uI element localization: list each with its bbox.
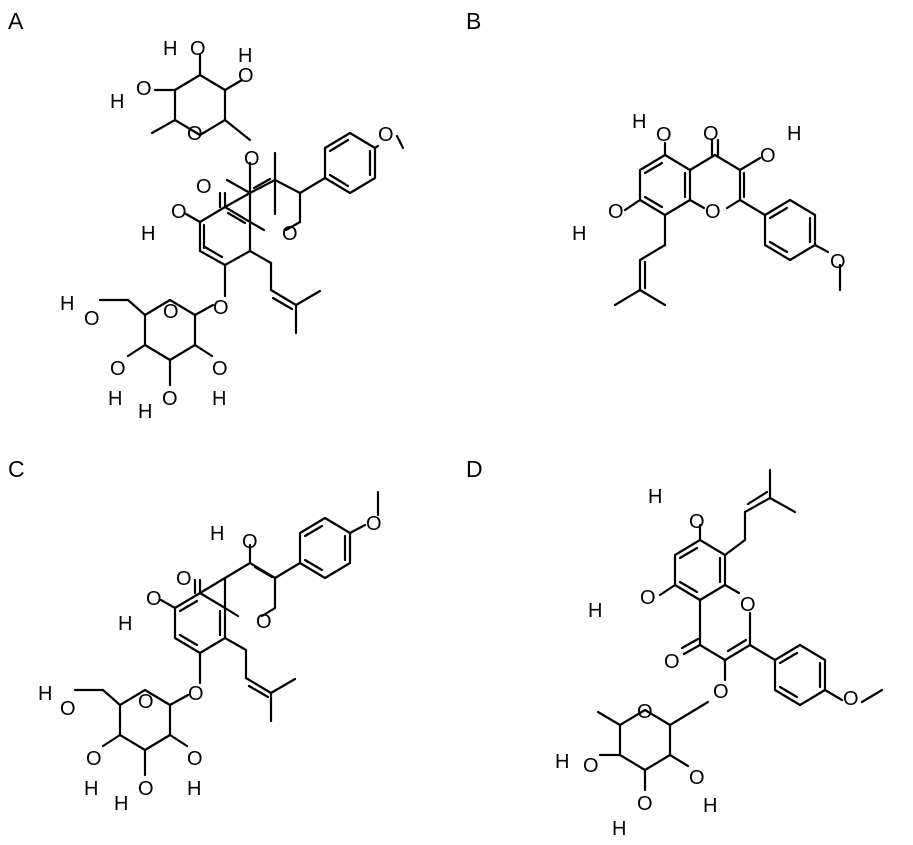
atom-h-rha-left-d: H bbox=[555, 751, 569, 773]
atom-h-3oh-b: H bbox=[787, 123, 801, 145]
structure-d: O H O H O O O O O O H O H O H bbox=[555, 468, 884, 840]
atom-o-methoxy-d: O bbox=[843, 688, 859, 710]
atom-o-carbonyl-d: O bbox=[664, 651, 680, 673]
panel-label-d: D bbox=[466, 456, 483, 482]
atom-o-7oh-b: O bbox=[608, 201, 624, 223]
atom-o-glc-ch2oh-c: O bbox=[60, 698, 76, 720]
atom-o-ring-b: O bbox=[705, 201, 721, 223]
atom-h-7oh-b: H bbox=[572, 223, 586, 245]
atom-o-5oh-d: O bbox=[640, 587, 656, 609]
atom-o-rha-right-d: O bbox=[689, 767, 705, 789]
atom-o-rha-left-a: O bbox=[136, 78, 152, 100]
atom-o-7-c: O bbox=[188, 683, 204, 705]
atom-o-3oh-c: O bbox=[242, 531, 258, 553]
atom-o-carbonyl-a: O bbox=[196, 176, 212, 198]
atom-o-7oh-d: O bbox=[689, 511, 705, 533]
atom-o-glc-bottom-c: O bbox=[138, 778, 154, 800]
atom-o-methoxy-a: O bbox=[378, 124, 394, 146]
atom-h-5oh-a: H bbox=[141, 223, 155, 245]
atom-o-glc-ring-c: O bbox=[138, 691, 154, 713]
atom-o-rha-left-d: O bbox=[583, 755, 599, 777]
atom-o-glc-left-a: O bbox=[110, 358, 126, 380]
atom-o-carbonyl-c: O bbox=[176, 568, 192, 590]
atom-h-glc-ch2oh-c: H bbox=[38, 683, 52, 705]
atom-h-5oh-b: H bbox=[632, 111, 646, 133]
atom-h-3oh-c: H bbox=[210, 523, 224, 545]
atom-o-glc-right-a: O bbox=[212, 358, 228, 380]
structure-b: O O H O H O H O O bbox=[572, 111, 846, 307]
atom-h-rha-right-a: H bbox=[238, 45, 252, 67]
atom-h-rha-top-a: H bbox=[163, 38, 177, 60]
atom-h-glc-right-c: H bbox=[187, 778, 201, 800]
atom-o-carbonyl-b: O bbox=[703, 123, 719, 145]
atom-o-glc-right-c: O bbox=[187, 748, 203, 770]
panel-label-a: A bbox=[8, 8, 24, 34]
atom-h-glc-bottom-a: H bbox=[138, 401, 152, 423]
atom-h-glc-left-c: H bbox=[84, 778, 98, 800]
atom-o-rha-bottom-d: O bbox=[637, 793, 653, 815]
atom-o-methoxy-c: O bbox=[366, 513, 382, 535]
atom-o-7-a: O bbox=[213, 297, 229, 319]
atom-o-rha-top-a: O bbox=[190, 38, 206, 60]
structure-c: O H O O O H O O O O H O H O H O H bbox=[38, 490, 382, 815]
atom-o-5oh-b: O bbox=[656, 124, 672, 146]
atom-h-5oh-c: H bbox=[118, 613, 132, 635]
structure-a: O O O O H O O O O H O H O H O O H O H O … bbox=[60, 38, 405, 423]
atom-o-methoxy-b: O bbox=[830, 251, 846, 273]
atom-h-5oh-d: H bbox=[588, 600, 602, 622]
atom-h-glc-ch2oh-a: H bbox=[60, 293, 74, 315]
atom-h-glc-bottom-c: H bbox=[114, 793, 128, 815]
atom-h-7oh-d: H bbox=[648, 486, 662, 508]
atom-o-ring-c: O bbox=[256, 611, 272, 633]
atom-o-glc-ch2oh-a: O bbox=[84, 308, 100, 330]
atom-h-rha-right-d: H bbox=[703, 795, 717, 817]
panel-label-b: B bbox=[466, 8, 482, 34]
atom-h-glc-right-a: H bbox=[212, 388, 226, 410]
atom-o-glc-bottom-a: O bbox=[162, 388, 178, 410]
atom-o-rha-right-a: O bbox=[238, 65, 254, 87]
atom-h-glc-left-a: H bbox=[108, 388, 122, 410]
atom-o-3oh-b: O bbox=[760, 145, 776, 167]
atom-o-rha-ring-a: O bbox=[187, 123, 203, 145]
atom-h-rha-bottom-d: H bbox=[612, 818, 626, 840]
atom-o-ring-a: O bbox=[282, 223, 298, 245]
atom-o-rha-ring-d: O bbox=[637, 701, 653, 723]
atom-o-5oh-c: O bbox=[146, 588, 162, 610]
panel-label-c: C bbox=[8, 456, 25, 482]
atom-o-glc-ring-a: O bbox=[163, 301, 179, 323]
atom-o-3-d: O bbox=[713, 681, 729, 703]
atom-o-5oh-a: O bbox=[171, 201, 187, 223]
atom-o-glc-left-c: O bbox=[86, 748, 102, 770]
atom-o-ring-d: O bbox=[740, 594, 756, 616]
atom-h-rha-left-a: H bbox=[110, 91, 124, 113]
atom-o-glycoside-a: O bbox=[244, 148, 260, 170]
